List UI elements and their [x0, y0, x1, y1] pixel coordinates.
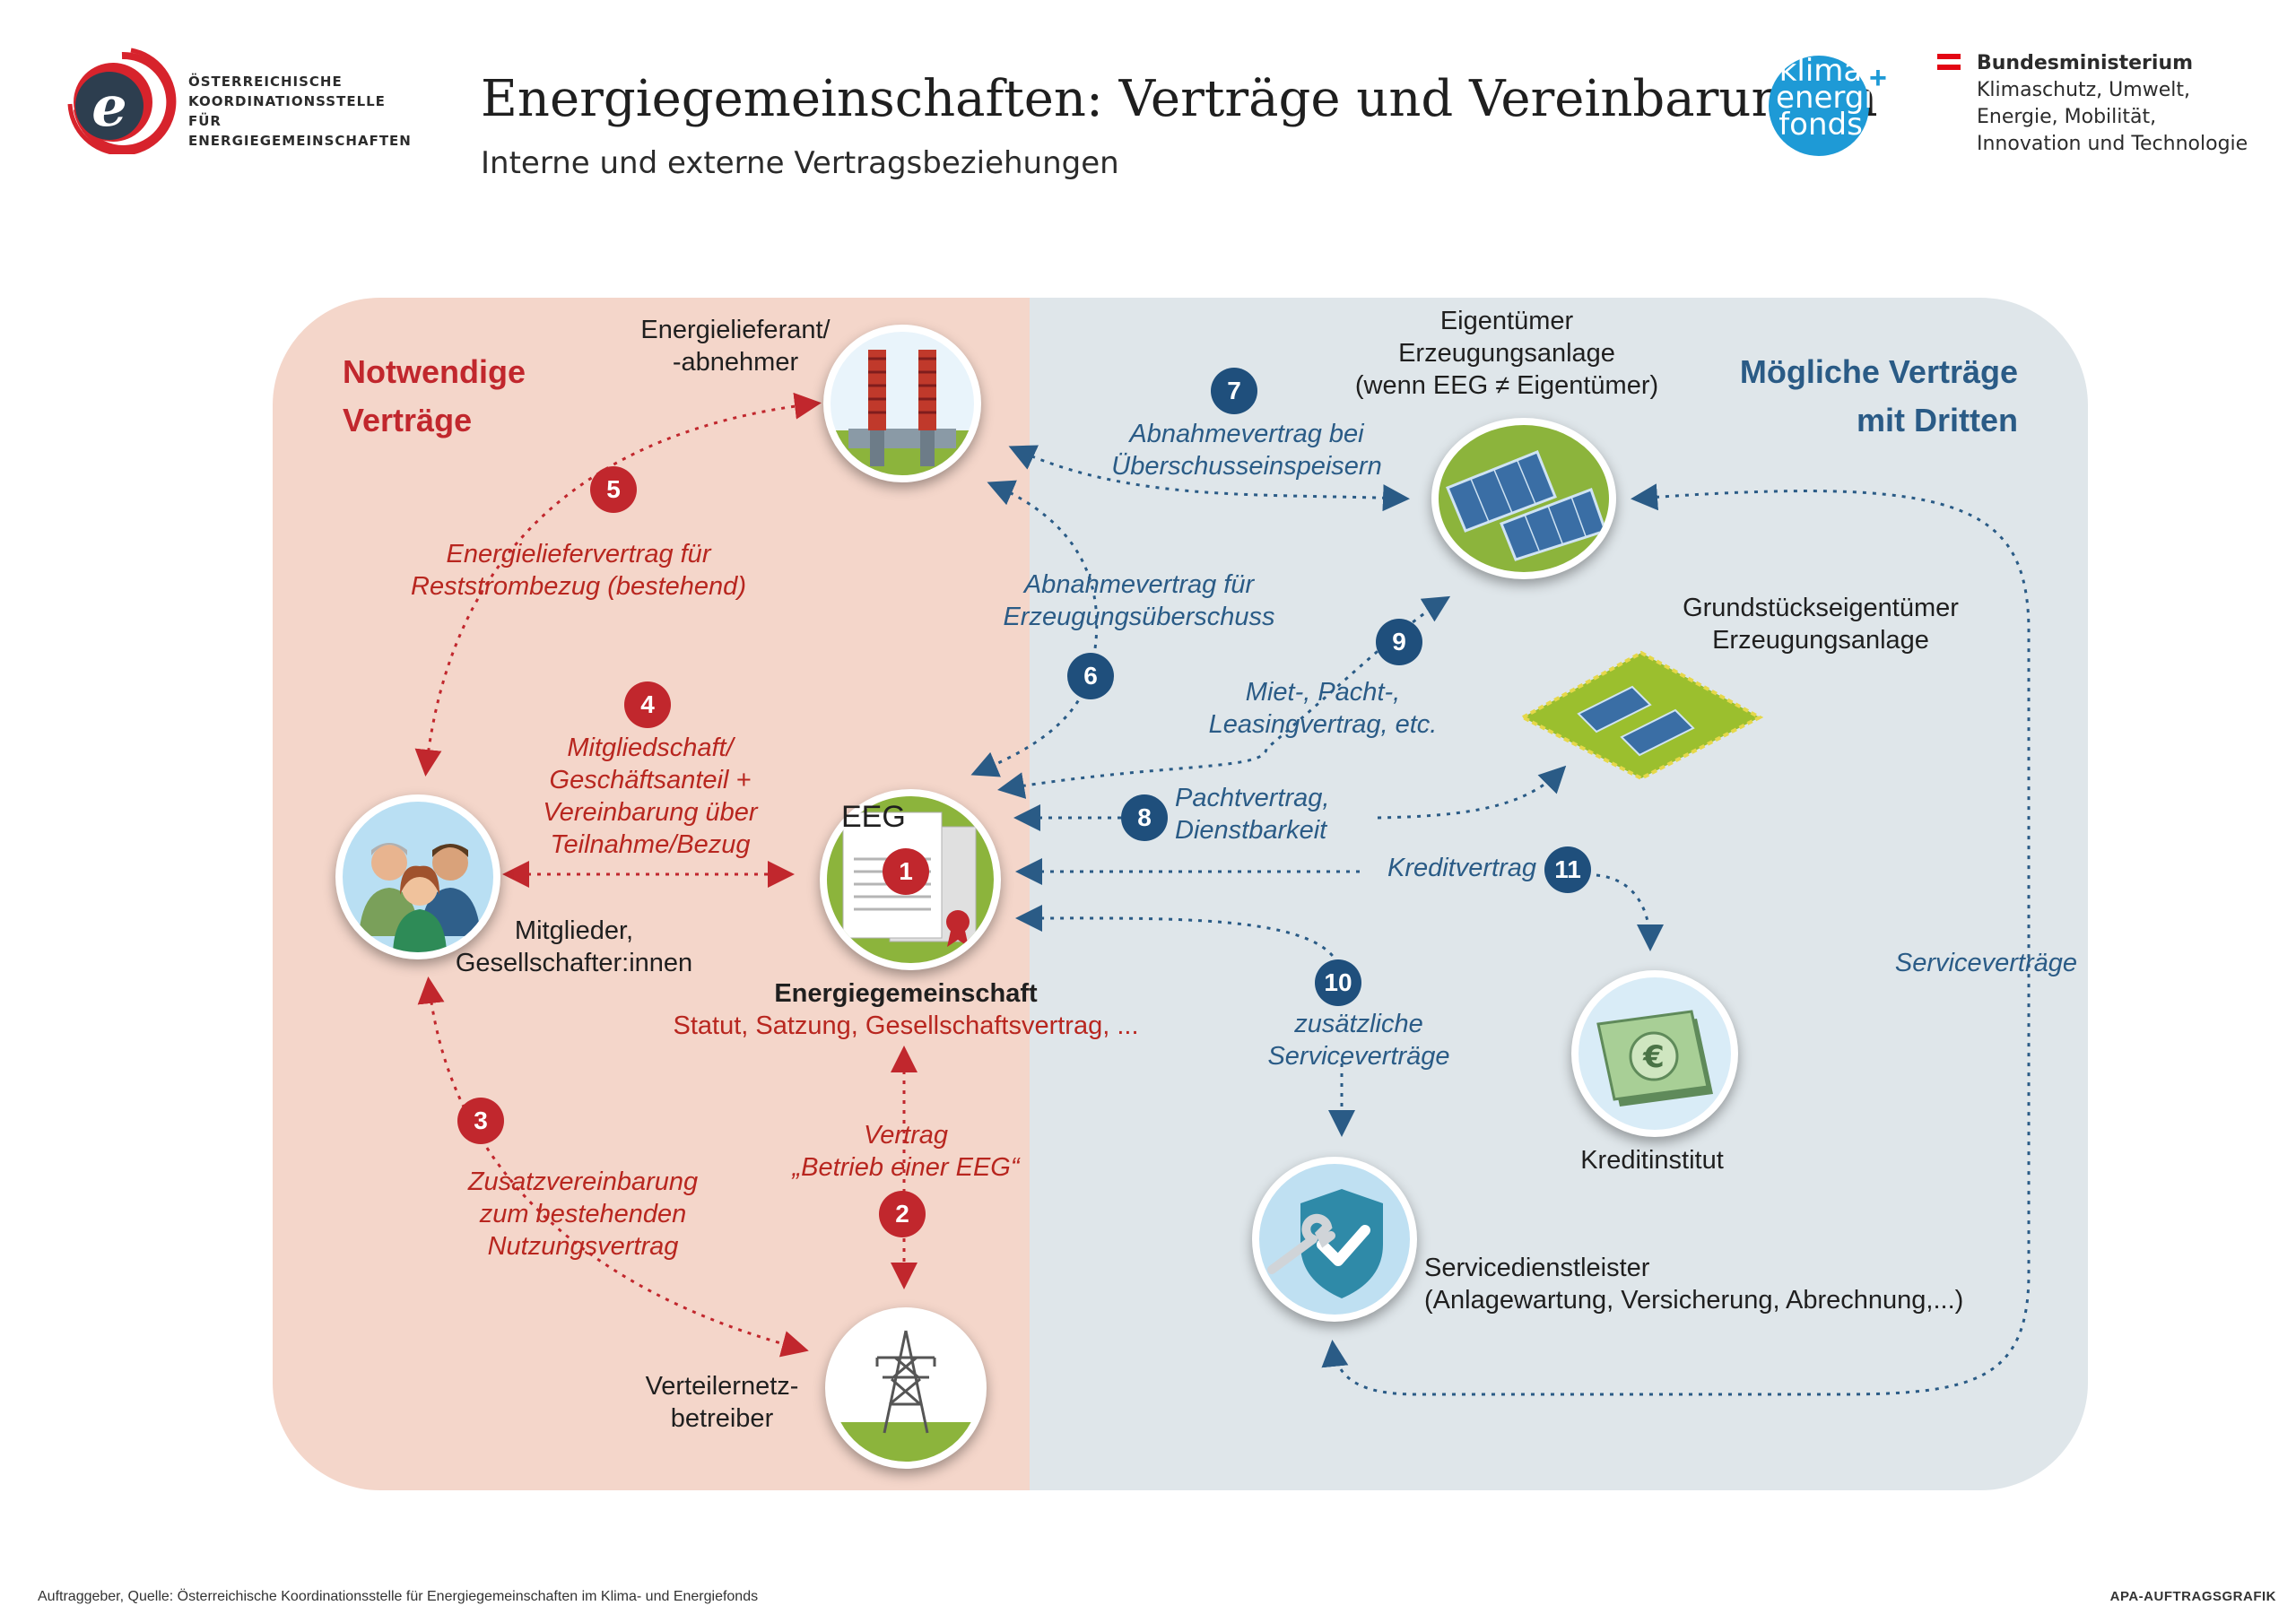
e-logo-icon: e	[67, 48, 177, 154]
service-node	[1252, 1157, 1417, 1322]
page-title: Energiegemeinschaften: Verträge und Vere…	[481, 70, 1878, 128]
ministry-line-1: Klimaschutz, Umwelt,	[1977, 79, 2190, 101]
contract-8-label: Pachtvertrag, Dienstbarkeit	[1175, 784, 1330, 845]
contract-10-badge: 10	[1315, 959, 1361, 1006]
ministry-line-2: Energie, Mobilität,	[1977, 106, 2157, 128]
contract-8-badge: 8	[1121, 794, 1168, 841]
contract-11-label: Kreditvertrag	[1387, 854, 1536, 882]
contract-5-label: Energieliefervertrag für Reststrombezug …	[411, 540, 746, 601]
grid-label: Verteilernetz- betreiber	[645, 1372, 799, 1433]
bank-label: Kreditinstitut	[1580, 1146, 1724, 1175]
svg-text:€: €	[1642, 1039, 1665, 1075]
apa-credit: APA-AUFTRAGSGRAFIK	[2109, 1589, 2276, 1604]
klima-plus: +	[1869, 61, 1887, 95]
contract-3-badge: 3	[457, 1098, 504, 1144]
owner-label: Eigentümer Erzeugungsanlage (wenn EEG ≠ …	[1354, 307, 1659, 400]
ministry-title: Bundesministerium	[1977, 52, 2194, 74]
owner-node	[1431, 418, 1616, 579]
contract-1-badge: 1	[883, 848, 929, 895]
money-bills-icon: €	[1578, 977, 1731, 1130]
people-group-icon	[343, 802, 493, 952]
klima-energie-fonds-logo: klima energie fonds +	[1767, 52, 1901, 160]
ministry-line-3: Innovation und Technologie	[1977, 133, 2248, 155]
shield-check-icon	[1259, 1164, 1410, 1315]
landowner-label: Grundstückseigentümer Erzeugungsanlage	[1683, 594, 1959, 655]
section-title-right: Mögliche Verträge mit Dritten	[1739, 353, 2018, 438]
power-transformer-icon	[831, 332, 974, 475]
community-name: Energiegemeinschaft	[774, 979, 1038, 1008]
grid-node	[825, 1307, 987, 1469]
contract-4-badge: 4	[624, 681, 671, 728]
logo-line-2: KOORDINATIONSSTELLE FÜR	[188, 93, 386, 129]
service-label: Servicedienstleister (Anlagewartung, Ver…	[1424, 1254, 1964, 1315]
contract-9-badge: 9	[1376, 619, 1422, 665]
contract-6-badge: 6	[1067, 653, 1114, 699]
contract-9-label: Miet-, Pacht-, Leasingvertrag, etc.	[1208, 678, 1438, 739]
members-node	[335, 794, 500, 959]
contract-7-badge: 7	[1211, 368, 1257, 414]
contract-3-label: Zusatzvereinbarung zum bestehenden Nutzu…	[467, 1167, 699, 1261]
contract-11-badge: 11	[1544, 846, 1591, 893]
bank-node: €	[1571, 970, 1738, 1137]
source-note: Auftraggeber, Quelle: Österreichische Ko…	[38, 1589, 759, 1604]
koordinationsstelle-logo: e ÖSTERREICHISCHE KOORDINATIONSSTELLE FÜ…	[59, 47, 412, 154]
contract-4-label: Mitgliedschaft/ Geschäftsanteil + Verein…	[543, 733, 758, 859]
contract-2-label: Vertrag „Betrieb einer EEG“	[792, 1121, 1020, 1182]
contract-10-label: zusätzliche Serviceverträge	[1267, 1010, 1450, 1071]
logo-line-1: ÖSTERREICHISCHE	[188, 74, 343, 90]
land-plot-icon	[1518, 650, 1764, 780]
eeg-doc-label: EEG	[841, 800, 906, 834]
supplier-label: Energielieferant/ -abnehmer	[640, 316, 831, 377]
contract-5-badge: 5	[590, 466, 637, 513]
contract-2-badge: 2	[879, 1191, 926, 1237]
austria-flag-icon	[1937, 54, 1961, 70]
fonds-word: fonds	[1779, 107, 1863, 143]
wrench-icon	[1267, 1213, 1335, 1274]
service-contracts-label: Serviceverträge	[1894, 949, 2077, 977]
page-subtitle: Interne und externe Vertragsbeziehungen	[481, 145, 1119, 181]
power-pylon-icon	[832, 1315, 979, 1462]
supplier-node	[823, 325, 981, 482]
svg-text:e: e	[91, 74, 126, 139]
contract-6-label: Abnahmevertrag für Erzeugungsüberschuss	[1003, 570, 1275, 631]
members-label: Mitglieder, Gesellschafter:innen	[455, 916, 693, 977]
solar-panels-icon	[1439, 425, 1609, 572]
community-node	[820, 789, 1001, 970]
contract-7-label: Abnahmevertrag bei Überschusseinspeisern	[1111, 420, 1382, 481]
klima-word: klima	[1779, 53, 1863, 89]
community-docs: Statut, Satzung, Gesellschaftsvertrag, .…	[673, 1011, 1139, 1040]
logo-line-3: ENERGIEGEMEINSCHAFTEN	[188, 133, 412, 149]
connector-service	[1321, 483, 2031, 1396]
